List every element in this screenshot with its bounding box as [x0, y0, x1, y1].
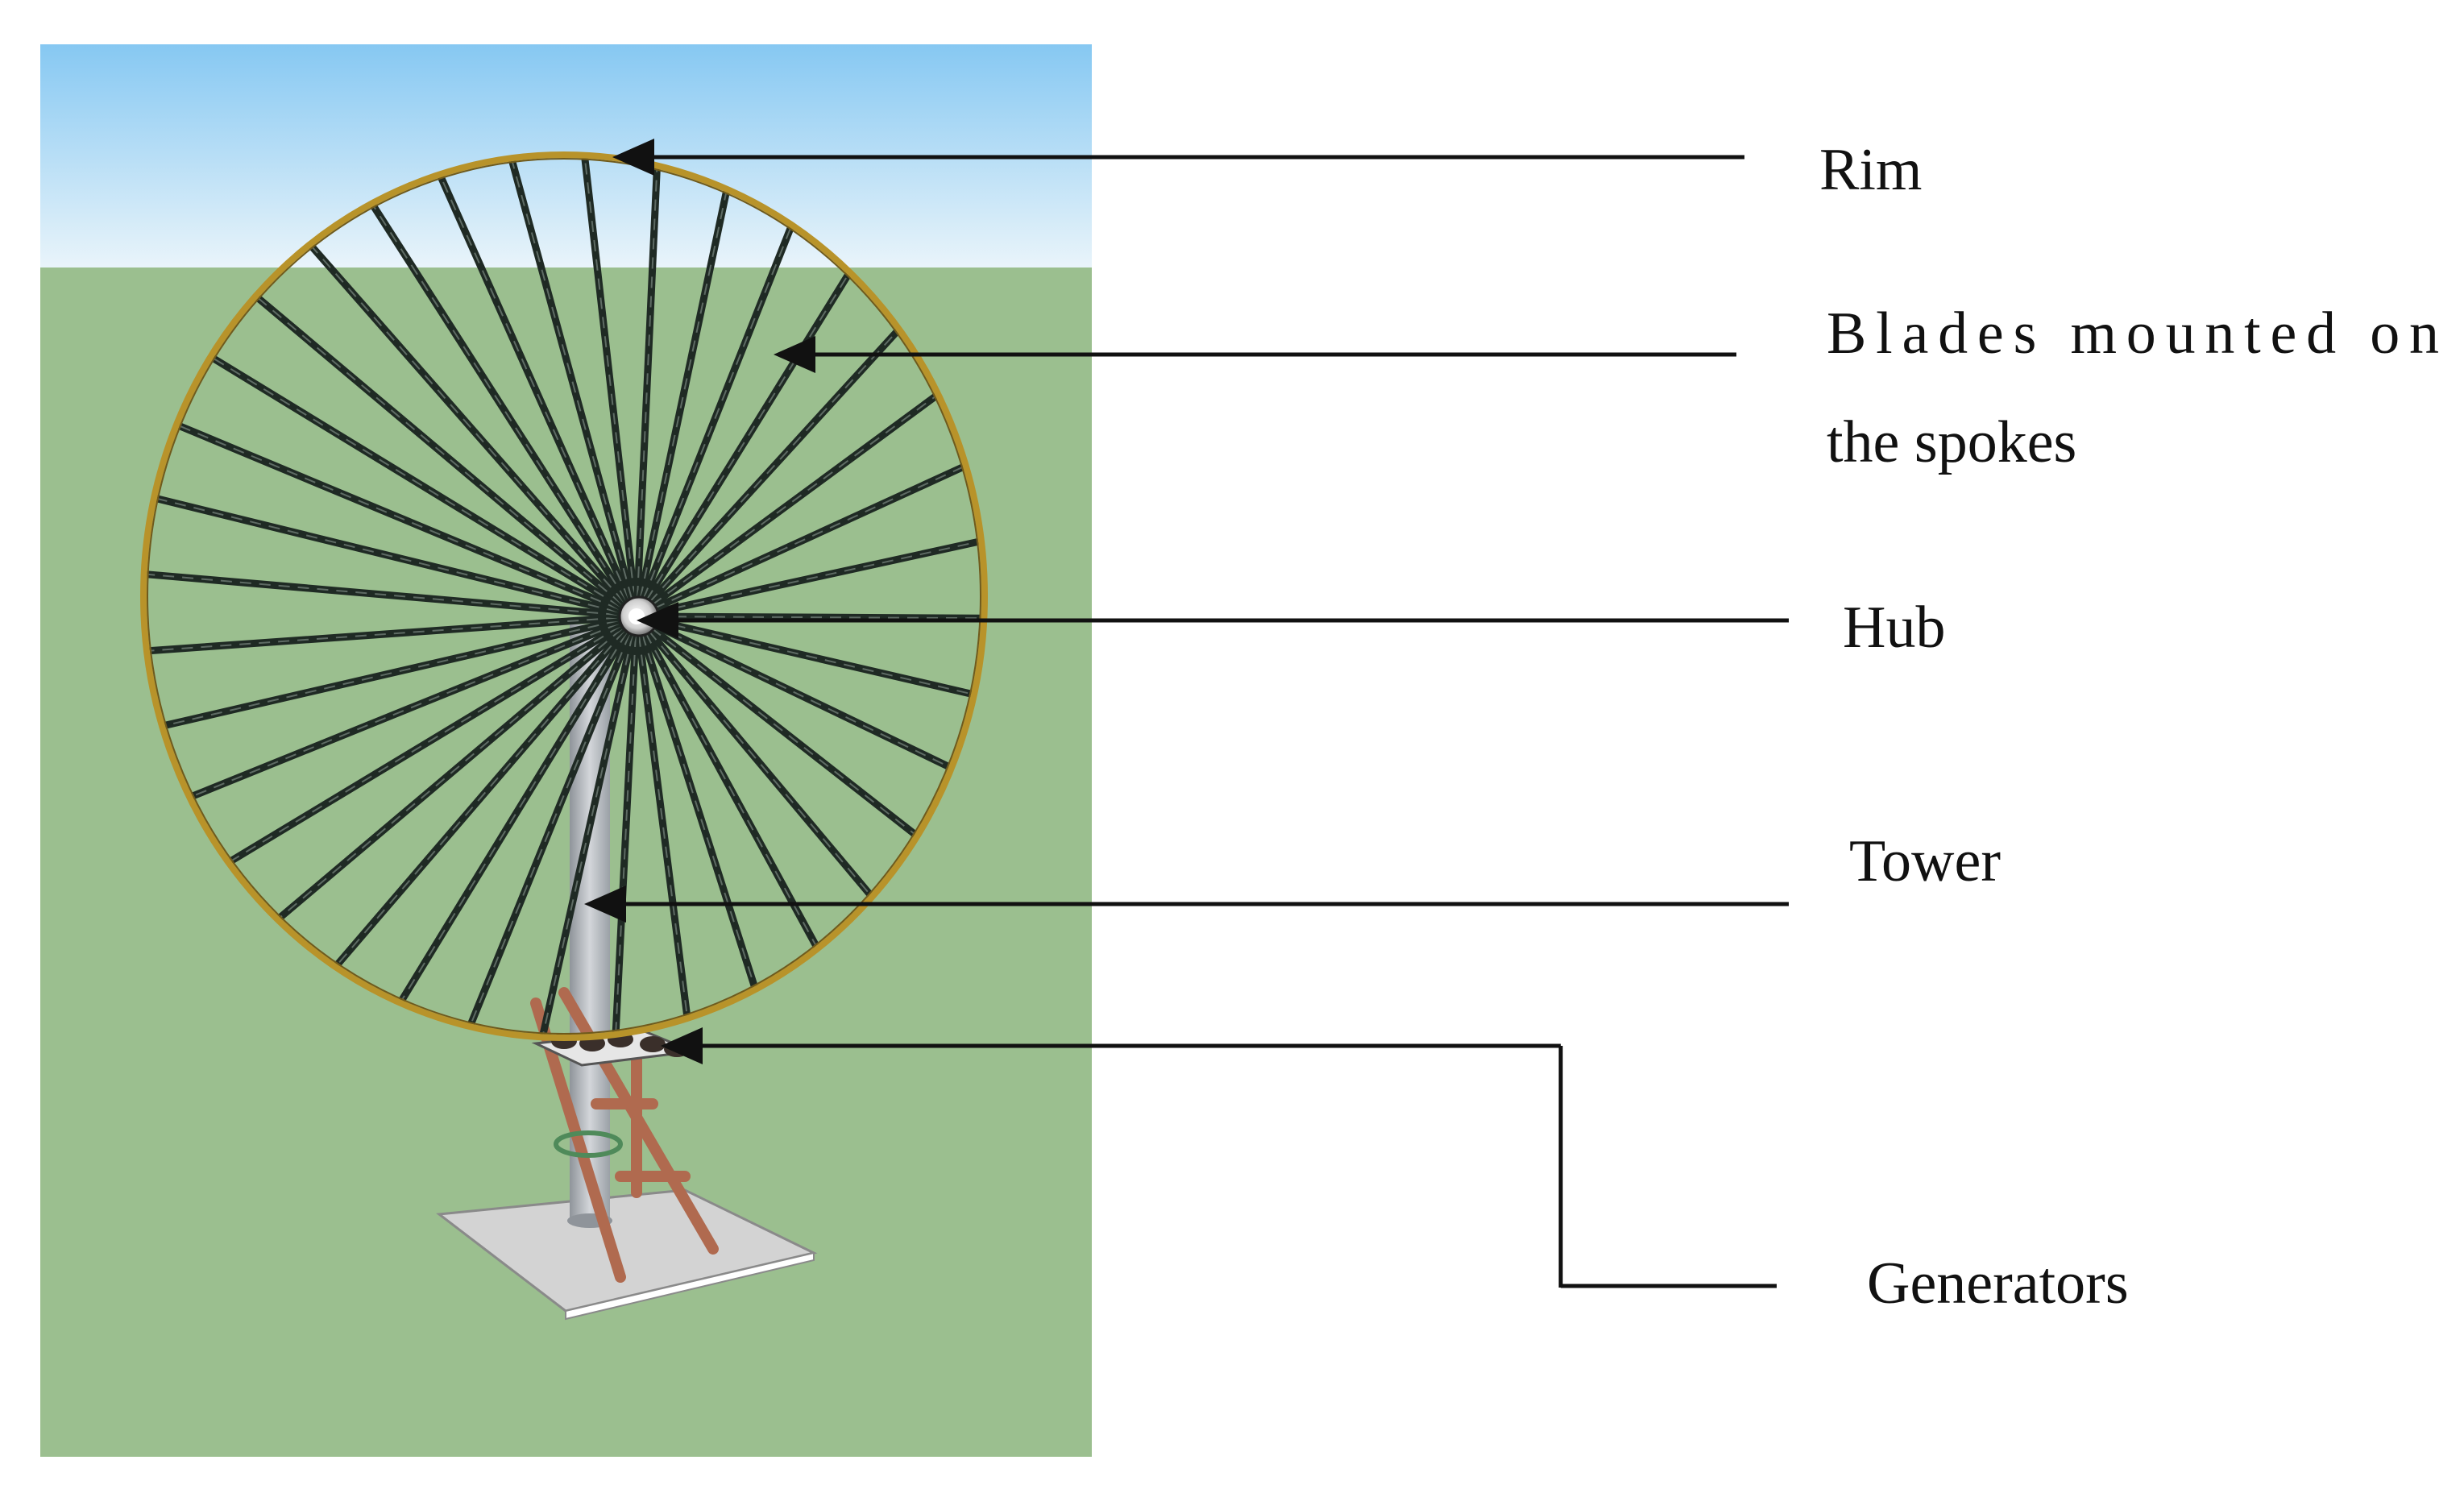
- spoke-highlight: [372, 205, 637, 617]
- spoke-highlight: [636, 168, 658, 617]
- label-hub: Hub: [1843, 595, 1945, 661]
- callouts: [584, 139, 1789, 1288]
- label-blades-line2: the spokes: [1827, 409, 2076, 475]
- tower-arrowhead: [584, 886, 626, 923]
- spoke-highlight: [636, 192, 728, 617]
- spokes-group: [143, 155, 985, 1038]
- spoke-highlight: [213, 357, 637, 617]
- spoke-highlight: [636, 616, 817, 947]
- spoke-blade: [334, 612, 641, 968]
- spoke-highlight: [156, 497, 637, 617]
- spoke-blade: [633, 612, 975, 698]
- label-rim: Rim: [1819, 137, 1922, 203]
- spoke-highlight: [400, 616, 637, 1001]
- tower-collar: [554, 1130, 623, 1158]
- label-generators: Generators: [1867, 1251, 2129, 1317]
- spoke-highlight: [636, 330, 898, 617]
- spoke-highlight: [636, 616, 871, 895]
- rim-inner-edge: [147, 158, 981, 1035]
- spoke-highlight: [636, 466, 964, 617]
- spoke-highlight: [542, 616, 637, 1035]
- spoke-highlight: [279, 616, 637, 919]
- spoke-highlight: [257, 297, 637, 617]
- spoke-highlight: [636, 227, 792, 617]
- spoke-blade: [633, 612, 952, 770]
- spoke-highlight: [230, 616, 637, 862]
- label-blades-line1: Blades mounted on: [1827, 301, 2439, 367]
- spoke-blade: [633, 612, 985, 622]
- rim: [140, 151, 988, 1041]
- spoke-highlight: [311, 246, 637, 617]
- spoke-highlight: [636, 541, 979, 617]
- spoke-highlight: [440, 176, 637, 617]
- rim-arrowhead: [612, 139, 654, 176]
- spoke-highlight: [636, 274, 849, 617]
- spoke-highlight: [615, 616, 637, 1031]
- spoke-highlight: [636, 396, 936, 617]
- spoke-highlight: [470, 616, 637, 1024]
- generators-arrowhead: [661, 1027, 703, 1064]
- spoke-highlight: [636, 616, 688, 1016]
- spoke-highlight: [636, 616, 915, 835]
- blades-arrowhead: [774, 336, 815, 373]
- spoke-highlight: [179, 425, 637, 617]
- spoke-highlight: [149, 616, 637, 652]
- hub-arrowhead: [637, 602, 678, 639]
- spoke-blade: [581, 155, 641, 620]
- base-plate-edge: [565, 1251, 815, 1321]
- spoke-highlight: [511, 160, 637, 617]
- spoke-highlight: [164, 616, 637, 727]
- generator: [640, 1036, 666, 1052]
- spoke-highlight: [147, 573, 637, 617]
- spoke-highlight: [192, 616, 637, 798]
- label-tower: Tower: [1849, 828, 2001, 894]
- spoke-highlight: [636, 616, 756, 987]
